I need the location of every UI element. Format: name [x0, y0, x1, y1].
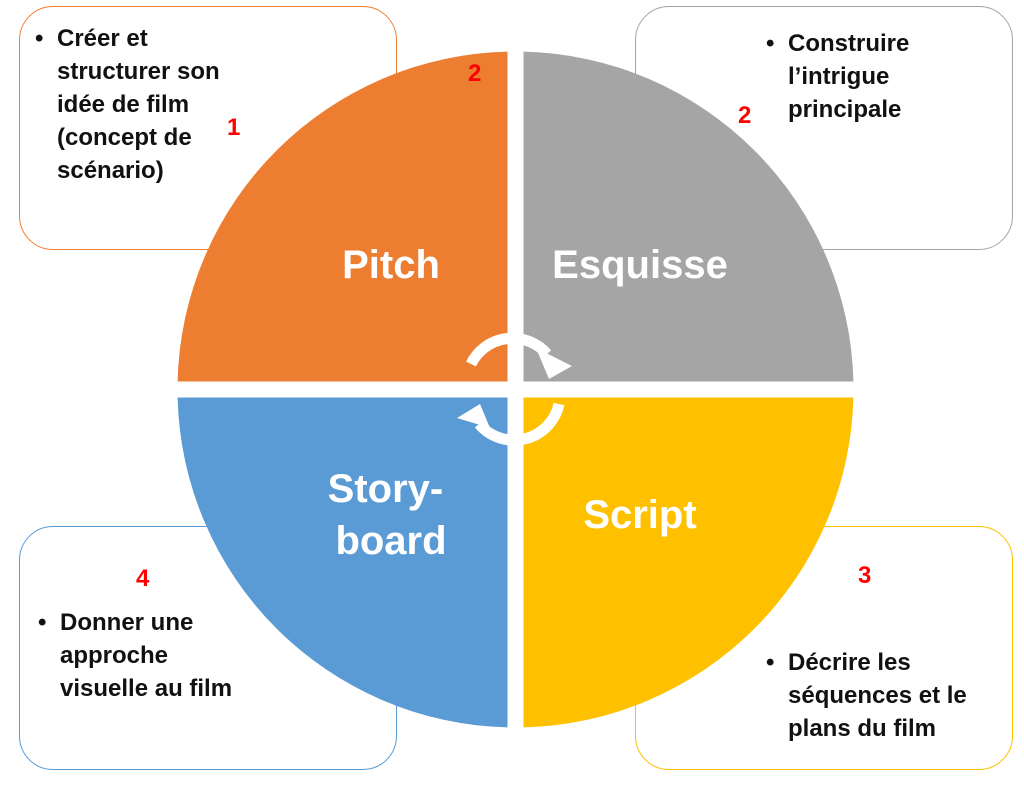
cycle-arrowheads	[457, 348, 572, 428]
bullet-icon: •	[766, 649, 775, 676]
quadrant-label-pitch: Pitch	[342, 243, 440, 287]
description-line: approche	[60, 642, 169, 669]
step-number-2-pitch: 2	[468, 60, 482, 87]
quadrant-label-esquisse: Esquisse	[552, 243, 728, 287]
description-line: visuelle au film	[60, 675, 233, 702]
description-esquisse: • Construire l’intrigue principale	[766, 27, 988, 126]
description-line: principale	[788, 96, 902, 123]
quadrant-script	[523, 397, 854, 728]
description-line: Créer et	[57, 25, 148, 52]
description-line: l’intrigue	[788, 63, 890, 90]
description-line: Donner une	[60, 609, 194, 636]
description-pitch: • Créer et structurer son idée de film (…	[35, 22, 257, 187]
description-script: • Décrire les séquences et le plans du f…	[766, 646, 1008, 745]
quadrant-pitch	[177, 51, 508, 382]
bullet-icon: •	[38, 609, 47, 636]
description-line: structurer son	[57, 58, 220, 85]
quadrant-label-storyboard: Story- board	[328, 467, 455, 563]
description-line: séquences et le	[788, 682, 967, 709]
step-number-3: 3	[858, 562, 872, 589]
step-number-2-esquisse: 2	[738, 102, 752, 129]
description-line: plans du film	[788, 715, 937, 742]
cycle-arrows-icon	[466, 332, 565, 446]
description-line: (concept de	[57, 124, 192, 151]
description-line: scénario)	[57, 157, 164, 184]
quadrant-storyboard	[177, 397, 508, 728]
bullet-icon: •	[766, 30, 775, 57]
quadrant-esquisse	[523, 51, 854, 382]
description-line: idée de film	[57, 91, 190, 118]
quadrant-label-script: Script	[583, 493, 696, 537]
step-number-1: 1	[227, 114, 241, 141]
description-line: Décrire les	[788, 649, 911, 676]
bullet-icon: •	[35, 25, 44, 52]
description-storyboard: • Donner une approche visuelle au film	[38, 606, 320, 705]
step-number-4: 4	[136, 565, 150, 592]
description-line: Construire	[788, 30, 910, 57]
